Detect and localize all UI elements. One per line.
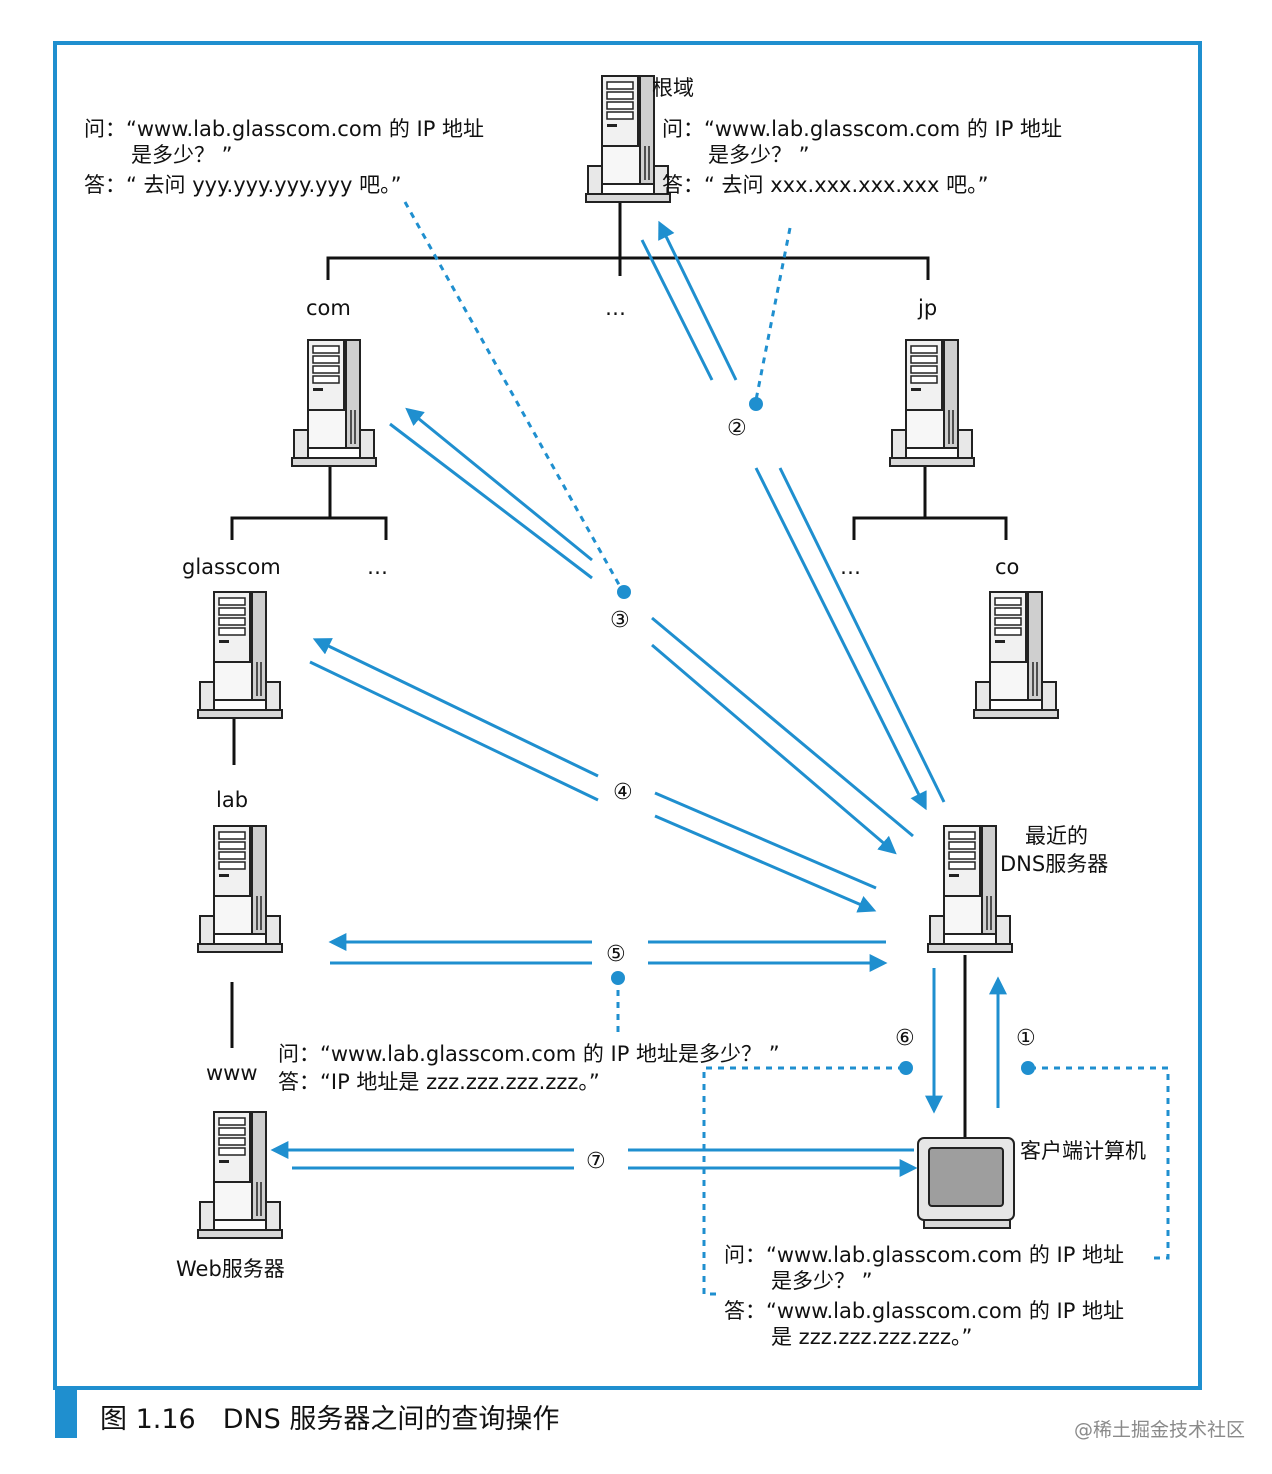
com-dns-server-icon — [291, 339, 377, 467]
www-label: www — [206, 1061, 258, 1085]
jp-label: jp — [917, 296, 937, 320]
step-4-marker: ④ — [613, 780, 633, 805]
bottom-question-line2: 是多少？ ” — [771, 1269, 873, 1293]
lab-dns-server-icon — [197, 825, 283, 953]
bottom-answer-line1: 答：“www.lab.glasscom.com 的 IP 地址 — [724, 1299, 1124, 1323]
bottom-question-line1: 问：“www.lab.glasscom.com 的 IP 地址 — [724, 1243, 1124, 1267]
nearest-dns-label-line1: 最近的 — [1025, 824, 1088, 848]
left-answer: 答：“ 去问 yyy.yyy.yyy.yyy 吧。” — [84, 173, 401, 197]
step-3-marker: ③ — [610, 608, 630, 633]
right-question-line1: 问：“www.lab.glasscom.com 的 IP 地址 — [662, 117, 1062, 141]
step-2-marker: ② — [727, 416, 747, 441]
client-computer-label: 客户端计算机 — [1020, 1139, 1146, 1163]
web-server-icon — [197, 1111, 283, 1239]
left-question-line2: 是多少？ ” — [131, 143, 233, 167]
callout-leaders — [403, 201, 1170, 1296]
right-answer: 答：“ 去问 xxx.xxx.xxx.xxx 吧。” — [662, 173, 988, 197]
co-label: co — [995, 555, 1019, 579]
middle-answer: 答：“IP 地址是 zzz.zzz.zzz.zzz。” — [278, 1070, 600, 1094]
client-computer-icon — [917, 1137, 1015, 1229]
glasscom-dns-server-icon — [197, 591, 283, 719]
co-dns-server-icon — [973, 591, 1059, 719]
dns-tree-lines — [230, 196, 1008, 1140]
bottom-answer-line2: 是 zzz.zzz.zzz.zzz。” — [771, 1325, 972, 1349]
jp-child-ellipsis: … — [840, 555, 861, 579]
figure-caption: 图 1.16 DNS 服务器之间的查询操作 — [100, 1404, 559, 1435]
root-domain-label: 根域 — [652, 76, 694, 100]
diagram-frame — [53, 41, 1202, 1390]
middle-question: 问：“www.lab.glasscom.com 的 IP 地址是多少？ ” — [278, 1042, 780, 1066]
step-6-marker: ⑥ — [895, 1026, 915, 1051]
step-1-marker: ① — [1016, 1026, 1036, 1051]
com-label: com — [306, 296, 351, 320]
nearest-dns-label-line2: DNS服务器 — [1000, 852, 1108, 876]
glasscom-label: glasscom — [182, 555, 281, 579]
right-question-line2: 是多少？ ” — [708, 143, 810, 167]
left-question-line1: 问：“www.lab.glasscom.com 的 IP 地址 — [84, 117, 484, 141]
com-child-ellipsis: … — [367, 555, 388, 579]
caption-marker — [55, 1388, 77, 1438]
web-server-label: Web服务器 — [176, 1257, 285, 1281]
step-7-marker: ⑦ — [586, 1149, 606, 1174]
watermark: @稀土掘金技术社区 — [1074, 1419, 1245, 1441]
step-5-marker: ⑤ — [606, 942, 626, 967]
top-ellipsis: … — [605, 296, 626, 320]
nearest-dns-server-icon — [927, 825, 1013, 953]
query-arrows — [270, 220, 1007, 1177]
lab-label: lab — [216, 788, 248, 812]
jp-dns-server-icon — [889, 339, 975, 467]
